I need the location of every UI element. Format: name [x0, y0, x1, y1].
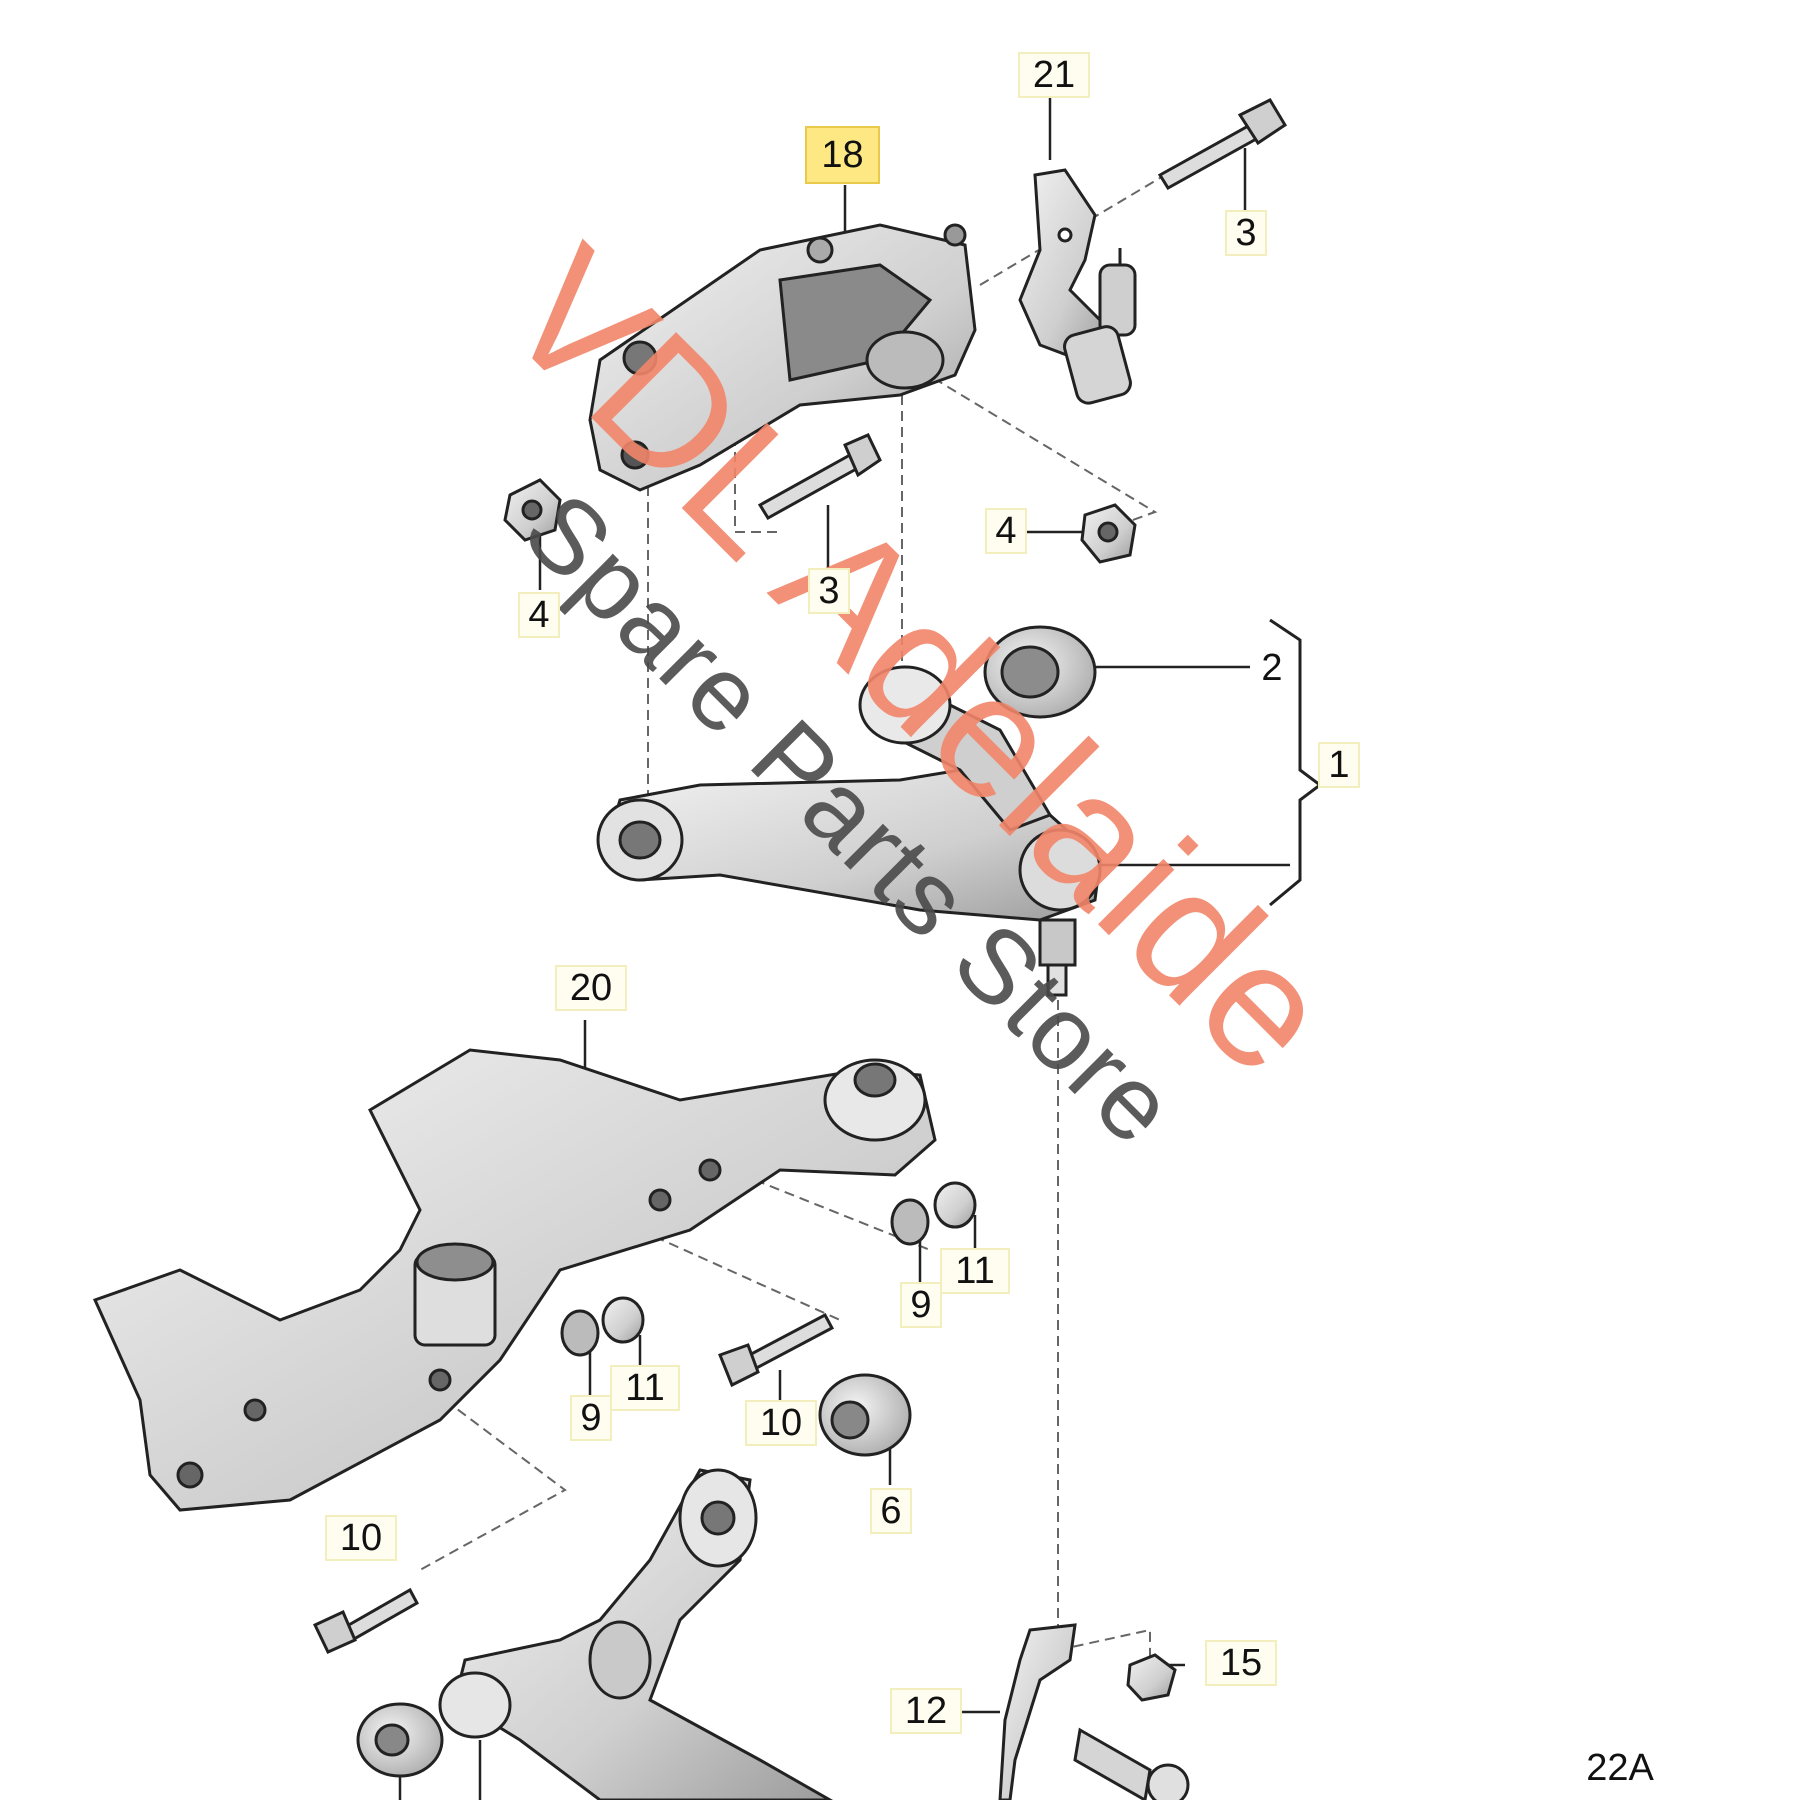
- callout-2: 2: [1261, 646, 1283, 689]
- nut-part: [503, 478, 1137, 564]
- callout-11-right: 11: [940, 1248, 1010, 1294]
- washer-nut-parts: [560, 1181, 977, 1357]
- callout-22a: 22A: [1586, 1746, 1654, 1789]
- lower-bolt-parts: [312, 1312, 835, 1654]
- tie-rod-end-part: [1073, 1727, 1190, 1800]
- subframe-part: [92, 1048, 937, 1512]
- callout-1: 1: [1318, 742, 1360, 788]
- wheel-bearing-housing-part: [588, 223, 977, 492]
- leader-lines: [398, 98, 1290, 1800]
- callout-21: 21: [1018, 52, 1090, 98]
- lower-control-arm-part: [356, 1468, 834, 1800]
- ride-height-sensor-part: [1018, 168, 1137, 405]
- callout-20: 20: [555, 965, 627, 1011]
- callout-6: 6: [870, 1488, 912, 1534]
- callout-4-left: 4: [518, 592, 560, 638]
- bolt-part: [757, 98, 1288, 521]
- lower-bushing-part: [818, 1373, 912, 1457]
- callout-9-left: 9: [570, 1395, 612, 1441]
- callout-11-left: 11: [610, 1365, 680, 1411]
- knuckle-part: [998, 1623, 1077, 1800]
- callout-18: 18: [805, 126, 880, 184]
- callout-10-mid: 10: [745, 1400, 817, 1446]
- callout-9-right: 9: [900, 1282, 942, 1328]
- callout-4-right: 4: [985, 508, 1027, 554]
- callout-3-mid: 3: [808, 568, 850, 614]
- bushing-part: [983, 625, 1097, 719]
- callout-12: 12: [890, 1688, 962, 1734]
- callout-10-left: 10: [325, 1515, 397, 1561]
- callout-3-top: 3: [1225, 210, 1267, 256]
- upper-control-arm-part: [596, 665, 1102, 997]
- small-nut-part: [1126, 1653, 1177, 1702]
- callout-15: 15: [1205, 1640, 1277, 1686]
